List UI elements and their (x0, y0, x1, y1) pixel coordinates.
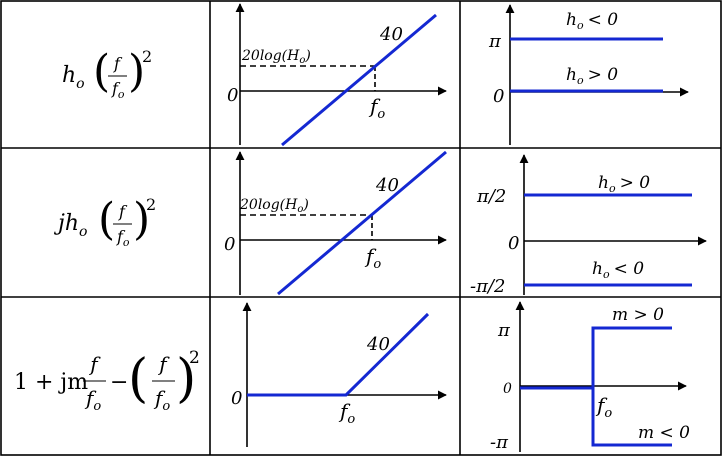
row-1: ho ( f fo ) 2 0 20log(Ho) 40 fo π (62, 3, 689, 147)
phase-upper-tick: π/2 (476, 186, 506, 207)
phase-upper-label: m > 0 (612, 305, 664, 325)
svg-text:fo: fo (116, 227, 130, 249)
svg-text:−: − (110, 370, 128, 395)
corner-frequency-label: fo (368, 94, 385, 122)
level-label: 20log(Ho) (241, 48, 311, 66)
svg-text:f: f (118, 202, 128, 221)
svg-text:fo: fo (111, 79, 125, 101)
row-2-magnitude-plot: 0 20log(Ho) 40 fo (224, 150, 447, 296)
row-1-magnitude-plot: 0 20log(Ho) 40 fo (227, 3, 447, 147)
svg-text:2: 2 (189, 348, 200, 368)
slope-label: 40 (375, 175, 399, 196)
phase-lower-tick: -π/2 (470, 276, 505, 297)
svg-text:fo: fo (84, 386, 101, 414)
svg-text:(: ( (93, 46, 110, 97)
row-3-phase-plot: π 0 -π fo m > 0 m < 0 (490, 301, 690, 453)
phase-lower-label: m < 0 (638, 423, 690, 443)
svg-text:f: f (113, 54, 123, 73)
corner-frequency-label: fo (364, 244, 381, 272)
svg-text:2: 2 (142, 47, 152, 66)
phase-middle-tick: 0 (508, 233, 519, 254)
phase-lower-step (591, 388, 672, 447)
phase-lower-tick: -π (490, 432, 509, 453)
svg-text:): ) (133, 194, 150, 245)
corner-frequency-label: fo (338, 399, 355, 427)
svg-text:2: 2 (146, 195, 156, 214)
zero-label: 0 (224, 234, 235, 255)
phase-lower-label: ho> 0 (566, 65, 618, 87)
phase-upper-tick: π (497, 320, 511, 341)
phase-middle-tick: 0 (493, 86, 504, 107)
svg-text:1 + jm: 1 + jm (14, 370, 88, 395)
phase-upper-step (520, 326, 672, 390)
svg-text:): ) (128, 46, 145, 97)
svg-text:f: f (157, 352, 170, 376)
zero-label: 0 (227, 85, 238, 106)
phase-lower-label: ho< 0 (592, 259, 644, 281)
svg-text:jho: jho (53, 211, 87, 240)
row-3-magnitude-plot: 0 40 fo (231, 302, 447, 447)
svg-text:f: f (88, 352, 101, 376)
row-1-expression: ho ( f fo ) 2 (62, 46, 152, 101)
phase-upper-label: ho> 0 (598, 173, 650, 195)
row-2: jho ( f fo ) 2 0 20log(Ho) 40 fo π/2 0 (53, 150, 707, 297)
level-label: 20log(Ho) (239, 197, 309, 215)
slope-label: 40 (379, 24, 403, 45)
row-2-expression: jho ( f fo ) 2 (53, 194, 156, 249)
svg-text:ho: ho (62, 63, 85, 92)
row-2-phase-plot: π/2 0 -π/2 ho> 0 ho< 0 (470, 154, 707, 297)
svg-text:(: ( (98, 194, 115, 245)
row-3: 1 + jm f fo − ( f fo ) 2 0 40 fo π 0 (14, 301, 690, 453)
svg-text:fo: fo (153, 386, 170, 414)
magnitude-asymptote (277, 150, 447, 296)
svg-text:(: ( (128, 349, 148, 409)
phase-middle-tick: 0 (503, 381, 512, 397)
row-3-expression: 1 + jm f fo − ( f fo ) 2 (14, 348, 200, 414)
slope-label: 40 (366, 334, 390, 355)
phase-corner-label: fo (595, 393, 612, 421)
svg-text:): ) (176, 349, 196, 409)
phase-upper-label: ho< 0 (566, 10, 618, 32)
phase-upper-tick: π (488, 31, 502, 52)
row-1-phase-plot: π 0 ho< 0 ho> 0 (488, 4, 689, 145)
zero-label: 0 (231, 388, 242, 409)
magnitude-asymptote (281, 13, 437, 147)
magnitude-asymptote (247, 312, 430, 397)
